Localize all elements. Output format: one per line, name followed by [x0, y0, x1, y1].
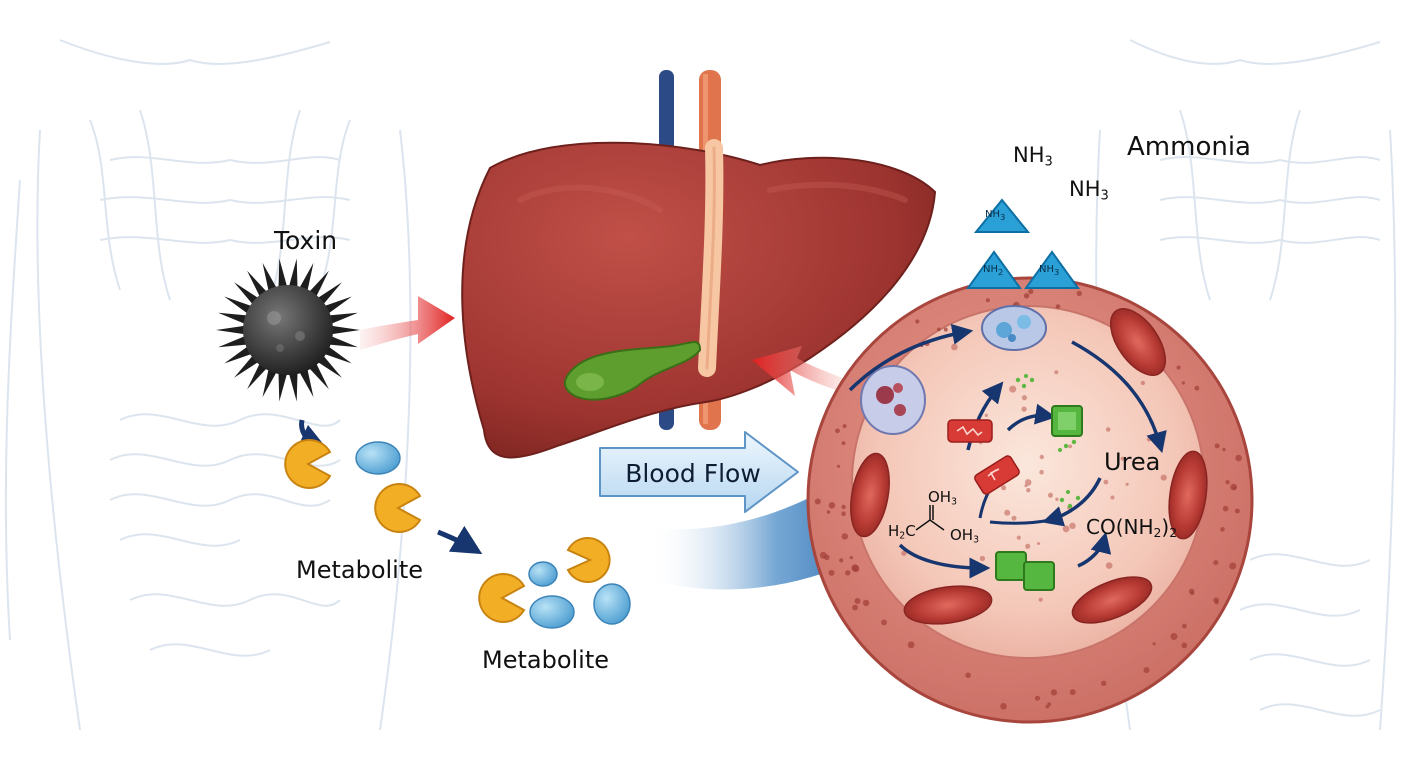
metabolite-pacman	[374, 483, 422, 533]
background-anatomy-left	[4, 39, 412, 731]
cycle-arrow	[1006, 403, 1057, 432]
ammonia-label: Ammonia	[1127, 132, 1251, 162]
metabolite-pacman	[566, 537, 611, 583]
toxin-label: Toxin	[274, 226, 338, 255]
urea-label: Urea	[1104, 448, 1161, 476]
nh3-triangle-label: NH3	[1039, 264, 1060, 277]
green-products	[995, 374, 1083, 591]
cycle-arrow	[898, 543, 991, 579]
blood-flow-arrow	[599, 431, 799, 513]
nh3-triangle-label: NH3	[985, 209, 1006, 222]
urea-formula-label: CO(NH2)2	[1086, 515, 1178, 541]
nh3-molecule-icon	[1024, 250, 1080, 289]
metabolite-label: Metabolite	[482, 646, 610, 674]
cycle-arrow	[1077, 531, 1112, 568]
nh3-triangles	[966, 198, 1080, 289]
metabolite-blob	[355, 441, 401, 475]
metabolite-group-left	[284, 439, 422, 533]
liver-cell	[806, 276, 1254, 724]
metabolite-label: Metabolite	[296, 556, 424, 584]
cycle-arrow	[1071, 340, 1167, 454]
nh3-molecule-icon	[973, 198, 1031, 233]
metabolite-blob	[529, 595, 575, 629]
nh3-molecule-icon	[966, 250, 1022, 289]
molecule-group-label: OH3	[950, 526, 980, 546]
molecule-group-label: H2C	[888, 522, 916, 542]
arrow-metabolite-to-metabolite	[437, 525, 483, 555]
metabolic-cycle	[848, 323, 1167, 579]
nh3-formula-label: NH3	[1069, 177, 1109, 204]
blood-flow-label: Blood Flow	[625, 458, 761, 488]
red-arrow-from-cell	[752, 346, 848, 396]
metabolite-pacman	[478, 573, 526, 623]
organelle-left	[860, 365, 926, 435]
nh2-triangle-label: NH2	[983, 264, 1004, 277]
nh3-formula-label: NH3	[1013, 143, 1053, 170]
molecule-group-label: OH3	[928, 488, 958, 508]
metabolite-blob	[528, 561, 558, 587]
enzyme-blocks	[947, 419, 1020, 495]
blue-blood-stream	[650, 470, 858, 590]
organelle-top	[981, 305, 1047, 351]
gallbladder	[564, 341, 702, 401]
red-arrow-to-liver	[360, 296, 455, 350]
toxin-particle	[216, 258, 360, 402]
metabolite-group-bottom	[478, 537, 631, 629]
metabolite-blob	[593, 583, 631, 625]
cycle-arrow	[1041, 477, 1102, 527]
metabolite-pacman	[284, 439, 332, 489]
molecule-structure-lines	[915, 505, 945, 531]
cycle-arrow	[848, 323, 974, 392]
red-blood-cells	[850, 308, 1208, 625]
